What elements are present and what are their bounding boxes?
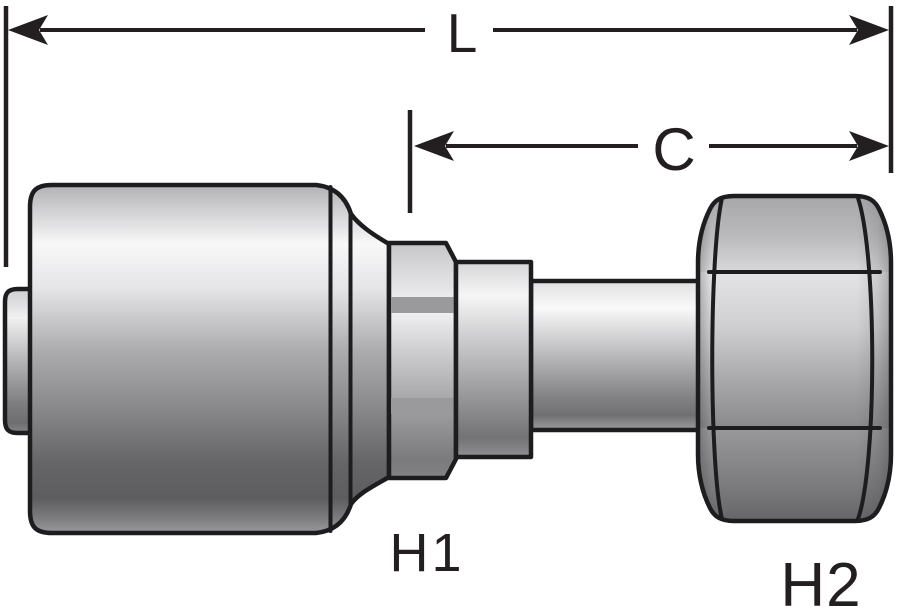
nut-outline bbox=[695, 193, 894, 524]
swivel-nut-h2 bbox=[695, 193, 894, 524]
hex-wrench-band-lower bbox=[391, 398, 454, 414]
label-overall-length: L bbox=[447, 2, 478, 64]
arrowhead-c-left bbox=[414, 131, 454, 161]
arrowhead-c-right bbox=[849, 131, 889, 161]
nut-chamfer-curve-left bbox=[710, 196, 724, 521]
hex-wrench-band-upper bbox=[391, 297, 454, 313]
label-hex-h1: H1 bbox=[389, 523, 464, 583]
label-cutoff-length: C bbox=[652, 116, 695, 183]
arrowhead-l-right bbox=[849, 15, 889, 45]
dimension-overall-length: L bbox=[3, 2, 894, 267]
crimp-shell bbox=[27, 182, 392, 536]
tube-shank bbox=[528, 278, 706, 433]
arrowhead-l-left bbox=[8, 15, 48, 45]
nut-chamfer-curve-right bbox=[856, 196, 875, 521]
hex-flats-h1 bbox=[386, 240, 459, 481]
nut-side-shading bbox=[698, 196, 891, 521]
dimension-cutoff-length: C bbox=[407, 110, 889, 213]
label-hex-h2: H2 bbox=[780, 551, 861, 614]
collar bbox=[453, 259, 534, 460]
hose-stem bbox=[2, 286, 36, 436]
coupling-part bbox=[2, 182, 894, 536]
